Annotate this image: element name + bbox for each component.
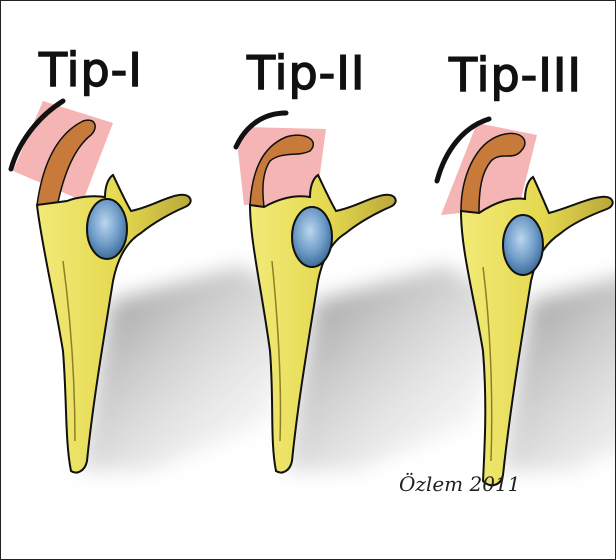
panel-2-label: Tip-II	[246, 46, 365, 100]
panel-1-label: Tip-I	[38, 43, 143, 97]
panel-2-glenoid	[292, 207, 332, 267]
panel-3-glenoid	[503, 215, 543, 275]
panel-3-label: Tip-III	[448, 48, 582, 102]
artist-signature: Özlem 2011	[399, 471, 520, 496]
signature-text: Özlem 2011	[399, 471, 520, 496]
panel-1-glenoid	[87, 199, 127, 259]
